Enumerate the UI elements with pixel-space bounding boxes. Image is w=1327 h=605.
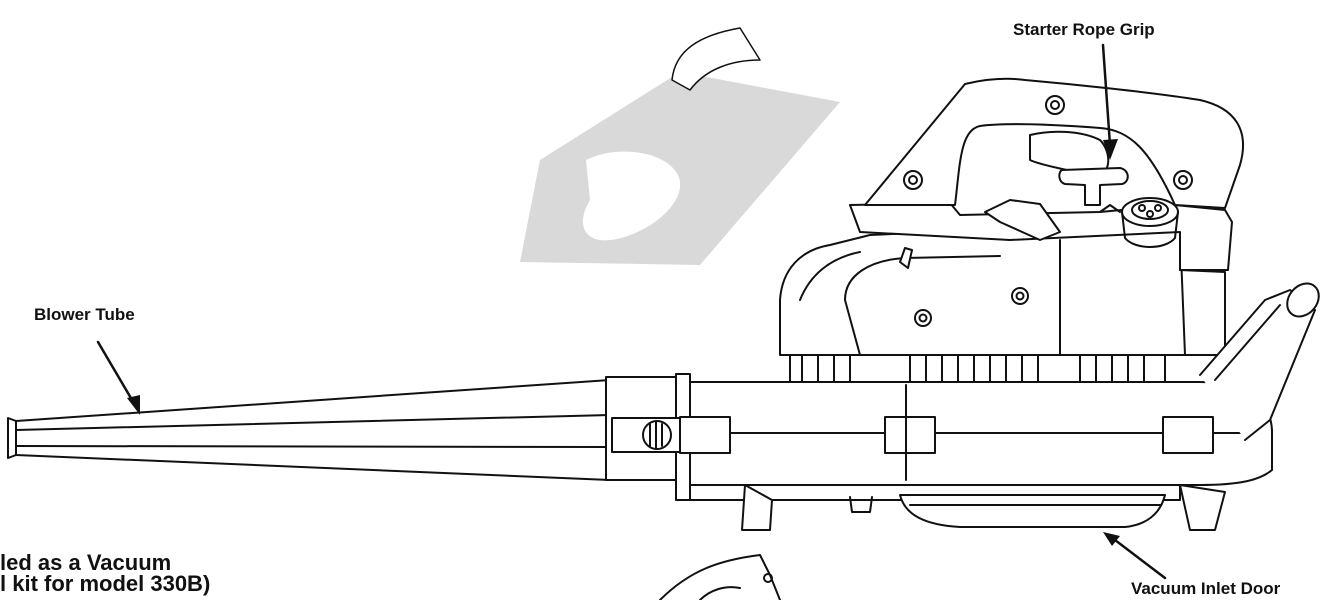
- vacuum-inlet-door-shape: [899, 494, 1166, 528]
- starter-rope-grip-shape: [1058, 167, 1129, 206]
- support-feet: [741, 484, 1226, 531]
- rear-inlet-tube: [1199, 282, 1320, 441]
- engine-body: [779, 224, 1226, 356]
- watermark-logo: [520, 27, 840, 265]
- starter-rope-grip-label: Starter Rope Grip: [1013, 20, 1155, 39]
- carry-handle: [864, 77, 1245, 209]
- vacuum-inlet-door-label: Vacuum Inlet Door: [1131, 579, 1281, 598]
- blower-tube-arrow: [96, 340, 137, 407]
- starter-rope-grip-arrow: [1101, 43, 1112, 147]
- fuel-cap: [1121, 197, 1179, 248]
- second-illustration-partial: [659, 554, 781, 601]
- tube-coupler: [605, 373, 691, 501]
- leader-arrows: [96, 43, 1167, 580]
- fan-housing: [679, 381, 1273, 501]
- caption-line-1: led as a Vacuum: [0, 550, 172, 575]
- vacuum-inlet-door-arrow: [1113, 538, 1167, 580]
- caption-line-2: l kit for model 330B): [0, 571, 211, 596]
- blower-tube-label: Blower Tube: [34, 305, 135, 324]
- screws: [903, 95, 1193, 327]
- arrow-heads: [127, 139, 1120, 546]
- blower-tube: [7, 379, 611, 481]
- cooling-fins: [789, 354, 1166, 383]
